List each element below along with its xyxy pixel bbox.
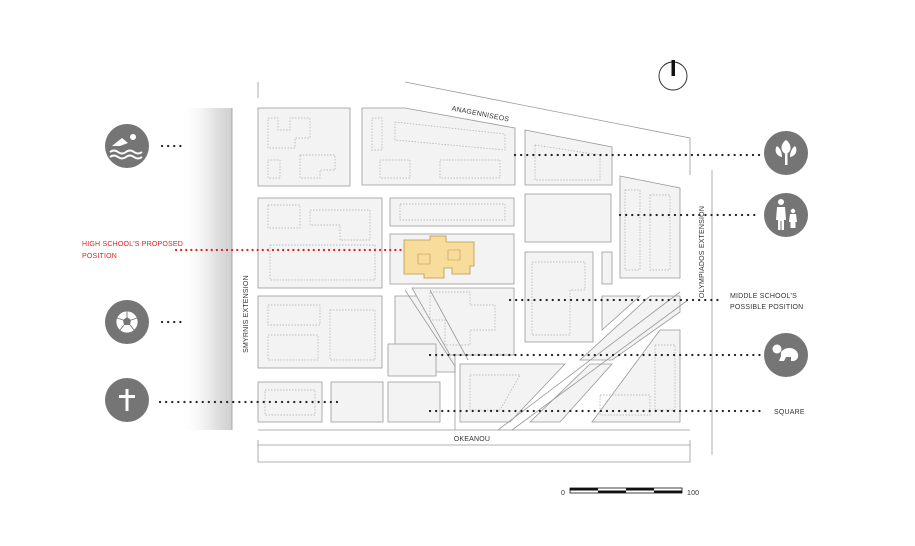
block	[387, 381, 441, 423]
swimming-icon	[105, 124, 149, 168]
scale-start-label: 0	[561, 490, 565, 497]
block	[524, 251, 594, 343]
map-edge-shadow	[180, 108, 232, 430]
family-icon	[764, 193, 808, 237]
block	[389, 197, 515, 227]
street-label-east: OLYMPIADOS EXTENSION	[699, 206, 706, 298]
street-label-south: OKEANOU	[454, 436, 490, 443]
block	[529, 363, 613, 423]
middle-school-label-line1: MIDDLE SCHOOL'S	[730, 293, 797, 300]
north-arrow	[658, 60, 688, 91]
block	[601, 251, 613, 285]
high-school-proposed-building	[403, 235, 475, 279]
leader-lines	[158, 144, 762, 413]
high-school-label-line1: HIGH SCHOOL'S PROPOSED	[82, 241, 183, 248]
football-icon	[105, 300, 149, 344]
building-footprints	[264, 117, 676, 416]
scale-end-label: 100	[687, 490, 699, 497]
courtyard-outline	[417, 249, 461, 265]
block	[361, 107, 516, 186]
block	[601, 295, 642, 331]
scale-bar	[569, 487, 683, 494]
block	[257, 197, 383, 289]
kindergarten-crawling-icon	[764, 333, 808, 377]
block	[330, 381, 384, 423]
high-school-label-line2: POSITION	[82, 253, 117, 260]
block	[257, 295, 383, 369]
block	[257, 107, 351, 187]
block	[411, 287, 515, 356]
park-tree-icon	[764, 131, 808, 175]
block	[387, 343, 437, 377]
church-cross-icon	[105, 378, 149, 422]
road-edges	[231, 81, 713, 463]
street-label-west: SMYRNIS EXTENSION	[243, 275, 250, 353]
city-blocks	[257, 107, 690, 446]
block	[619, 175, 681, 279]
block	[459, 363, 566, 423]
square-label: SQUARE	[774, 409, 805, 416]
block	[591, 329, 681, 423]
middle-school-label-line2: POSSIBLE POSITION	[730, 304, 803, 311]
block	[524, 193, 612, 243]
block	[524, 129, 613, 186]
